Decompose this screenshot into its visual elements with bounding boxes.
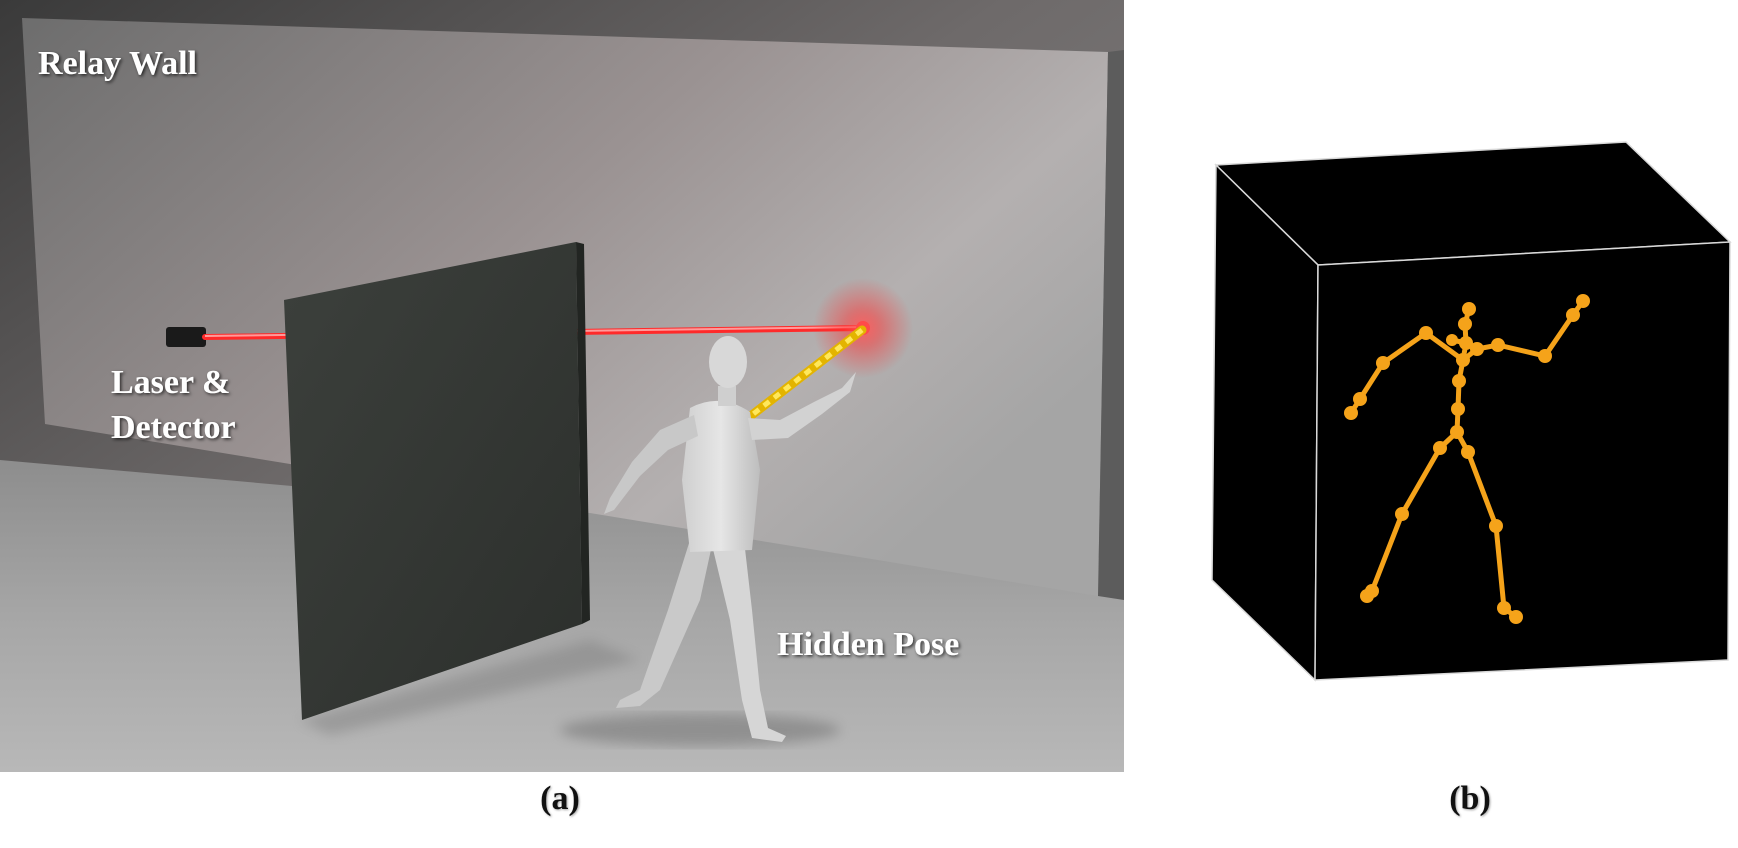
caption-a: (a) (540, 780, 580, 817)
joint-chest (1456, 353, 1470, 367)
joint-face (1446, 334, 1458, 346)
laser-device (166, 327, 206, 347)
cube-front-face (1314, 241, 1731, 681)
joint-right-hand (1576, 294, 1590, 308)
skeleton-head-neck (1460, 306, 1472, 363)
caption-b: (b) (1449, 780, 1491, 817)
person-right-leg (712, 540, 786, 742)
laser-label-line2: Detector (111, 409, 236, 446)
panel-b-volume (1211, 141, 1732, 682)
skeleton-right-leg (1465, 449, 1519, 620)
joint-left-hip (1433, 441, 1447, 455)
occluder-shadow (300, 640, 640, 735)
joint-right-shoulder (1491, 338, 1505, 352)
person-neck (718, 386, 736, 406)
occluder-edge (576, 242, 590, 624)
return-path-dashes (746, 328, 864, 420)
panel-a-scene: Relay Wall Laser & Detector Hidden Pose (0, 0, 1124, 772)
joint-left-elbow (1376, 356, 1390, 370)
joint-left-hand (1344, 406, 1358, 420)
occluder (284, 242, 582, 720)
skeleton-hips (1438, 427, 1471, 455)
joint-right-hip (1461, 445, 1475, 459)
relay-wall-edge (1098, 50, 1124, 600)
joint-right-ankle (1497, 601, 1511, 615)
hidden-pose-label: Hidden Pose (777, 626, 959, 663)
joint-left-foot (1360, 589, 1374, 603)
joint-right-elbow (1538, 349, 1552, 363)
joint-neck (1459, 336, 1473, 350)
joint-right-foot (1509, 610, 1523, 624)
joint-right-knee (1489, 519, 1503, 533)
joint-spine-2 (1451, 402, 1465, 416)
joint-left-wrist (1353, 392, 1367, 406)
joint-left-shoulder (1419, 326, 1433, 340)
joint-right-clavicle (1470, 342, 1484, 356)
person-right-arm (748, 372, 856, 440)
skeleton-joints (1344, 294, 1590, 624)
joint-head (1462, 302, 1476, 316)
person-torso (682, 400, 760, 552)
joint-pelvis (1450, 425, 1464, 439)
person-shadow (560, 714, 840, 746)
joint-head-base (1458, 317, 1472, 331)
joint-left-knee (1395, 507, 1409, 521)
relay-wall-label: Relay Wall (38, 45, 197, 82)
person-left-arm (604, 415, 698, 514)
joint-spine-1 (1452, 374, 1466, 388)
hidden-person (560, 336, 856, 746)
joint-right-wrist (1566, 308, 1580, 322)
laser-label-line1: Laser & (111, 364, 230, 401)
person-left-leg (616, 540, 712, 708)
skeleton-spine (1454, 357, 1466, 435)
person-head (709, 336, 747, 388)
